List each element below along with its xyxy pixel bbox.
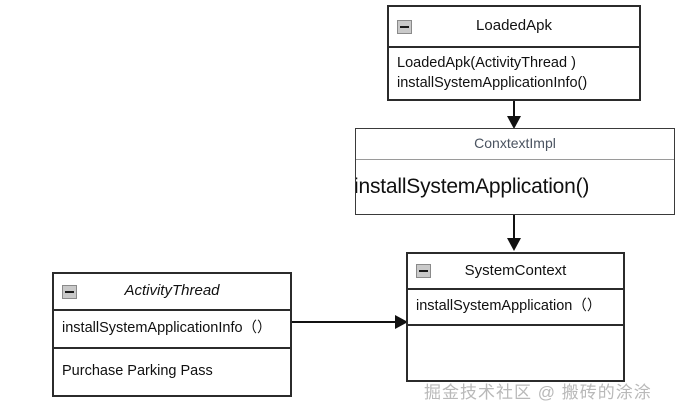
minus-icon[interactable] <box>416 264 431 278</box>
class-member: Purchase Parking Pass <box>62 363 213 380</box>
class-empty-compartment-system-context <box>408 324 623 380</box>
class-box-system-context[interactable]: SystemContext installSystemApplication（） <box>406 252 625 382</box>
class-members-activity-thread-secondary: Purchase Parking Pass <box>54 347 290 395</box>
class-members-activity-thread: installSystemApplicationInfo（） <box>54 309 290 347</box>
arrowhead-down-conxtextimpl <box>507 116 521 129</box>
connector-conxtextimpl-to-systemcontext <box>513 215 515 241</box>
class-header-system-context: SystemContext <box>408 254 623 288</box>
class-header-loaded-apk: LoadedApk <box>389 7 639 46</box>
watermark-text: 掘金技术社区 @ 搬砖的涂涂 <box>424 383 652 402</box>
class-member: installSystemApplicationInfo() <box>397 74 588 91</box>
class-members-system-context: installSystemApplication（） <box>408 288 623 324</box>
connector-loadedapk-to-conxtextimpl <box>513 101 515 125</box>
class-member: installSystemApplication() <box>356 175 590 199</box>
class-name-activity-thread: ActivityThread <box>124 282 220 300</box>
class-header-activity-thread: ActivityThread <box>54 274 290 309</box>
class-name-conxtext-impl: ConxtextImpl <box>474 135 556 152</box>
class-header-conxtext-impl: ConxtextImpl <box>356 129 674 159</box>
minus-icon[interactable] <box>62 284 77 299</box>
class-member: LoadedApk(ActivityThread ) <box>397 54 576 71</box>
class-name-loaded-apk: LoadedApk <box>476 17 552 35</box>
class-box-conxtext-impl[interactable]: ConxtextImpl installSystemApplication() <box>355 128 675 215</box>
class-member: installSystemApplicationInfo（） <box>62 320 272 337</box>
class-member: installSystemApplication（） <box>416 298 602 315</box>
minus-icon[interactable] <box>397 19 412 34</box>
class-box-activity-thread[interactable]: ActivityThread installSystemApplicationI… <box>52 272 292 397</box>
class-members-conxtext-impl: installSystemApplication() <box>356 159 674 214</box>
arrowhead-down-systemcontext <box>507 238 521 251</box>
arrowhead-right-systemcontext <box>395 315 408 329</box>
class-members-loaded-apk: LoadedApk(ActivityThread ) installSystem… <box>389 46 639 99</box>
connector-activitythread-to-systemcontext <box>292 321 408 323</box>
class-name-system-context: SystemContext <box>464 261 567 279</box>
class-box-loaded-apk[interactable]: LoadedApk LoadedApk(ActivityThread ) ins… <box>387 5 641 101</box>
